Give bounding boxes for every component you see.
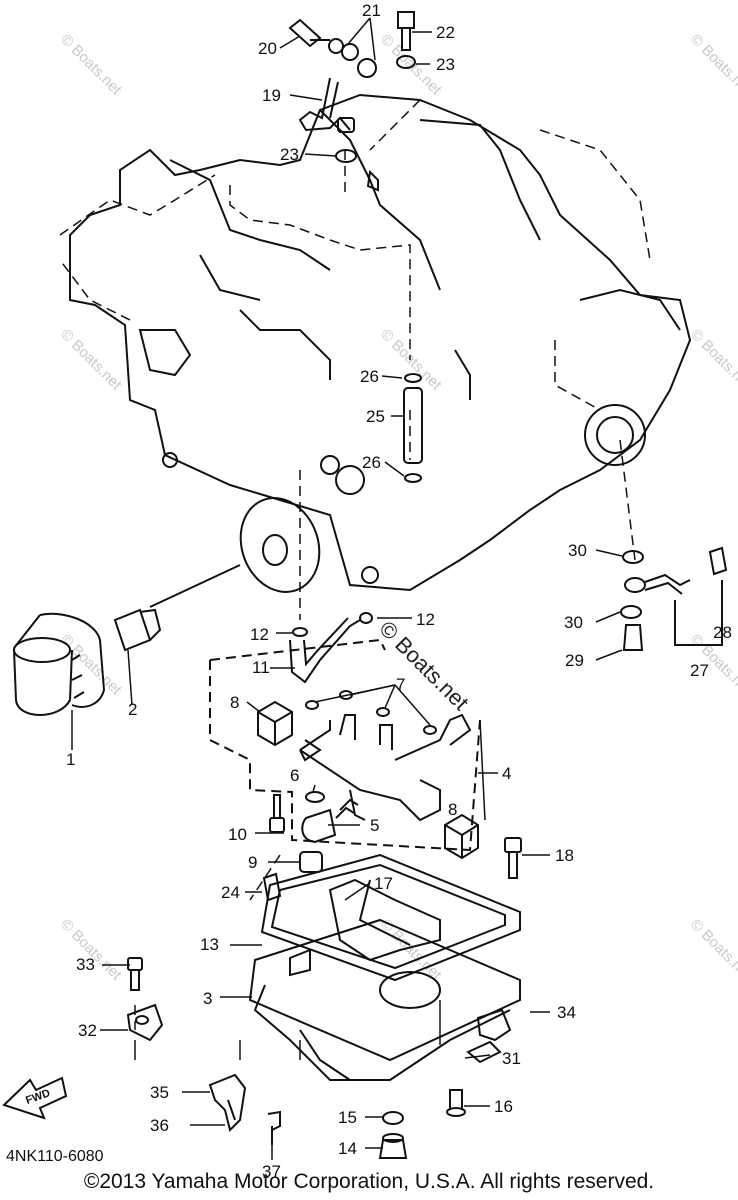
watermark: © Boats.net	[57, 631, 125, 699]
callout-28: 28	[713, 623, 732, 642]
callout-31: 31	[502, 1049, 521, 1068]
copyright-notice: ©2013 Yamaha Motor Corporation, U.S.A. A…	[83, 1170, 655, 1193]
callout-27: 27	[690, 661, 709, 680]
callout-33: 33	[76, 955, 95, 974]
damper	[257, 700, 479, 860]
callout-8: 8	[448, 800, 457, 819]
bolt-33-and-bracket-32	[126, 957, 164, 1042]
callout-30: 30	[564, 613, 583, 632]
callout-34: 34	[557, 1003, 576, 1022]
callout-9: 9	[248, 853, 257, 872]
oil-filter	[13, 612, 106, 716]
watermark: © Boats.net	[687, 326, 738, 394]
callout-35: 35	[150, 1083, 169, 1102]
fwd-arrow: FWD	[2, 1076, 68, 1120]
callout-15: 15	[338, 1108, 357, 1127]
engine-crankcase	[69, 93, 692, 592]
oil-pipe-11	[289, 612, 373, 684]
callout-10: 10	[228, 825, 247, 844]
callout-13: 13	[200, 935, 219, 954]
callout-22: 22	[436, 23, 455, 42]
callout-3: 3	[203, 989, 212, 1008]
union-bolt-2	[113, 564, 241, 652]
strainer-assembly	[209, 638, 481, 852]
callout-21: 21	[362, 1, 381, 20]
watermark: © Boats.net	[687, 916, 738, 984]
filter-mount	[239, 497, 321, 593]
small-parts	[262, 791, 337, 902]
callout-14: 14	[338, 1139, 357, 1158]
callout-labels: 1 2 3 4 5 6 7 8 8 9 10 11 12 12 13 14 15…	[66, 1, 732, 1181]
callout-23: 23	[436, 55, 455, 74]
watermark: © Boats.net	[57, 31, 125, 99]
watermark: © Boats.net	[57, 326, 125, 394]
callout-37: 37	[262, 1162, 281, 1181]
oil-pan	[248, 853, 521, 1081]
callout-5: 5	[370, 816, 379, 835]
callout-4: 4	[502, 764, 511, 783]
oil-level-sensor	[466, 1008, 512, 1064]
watermarks: © Boats.net © Boats.net © Boats.net © Bo…	[57, 31, 738, 984]
callout-26: 26	[360, 367, 379, 386]
bolt-18	[504, 837, 522, 879]
callout-26: 26	[362, 453, 381, 472]
callout-12: 12	[416, 610, 435, 629]
callout-19: 19	[262, 86, 281, 105]
callout-8: 8	[230, 693, 239, 712]
dashed-guides	[59, 99, 651, 1030]
bracket-35-36	[208, 1073, 281, 1145]
watermark: © Boats.net	[687, 31, 738, 99]
callout-6: 6	[290, 766, 299, 785]
callout-32: 32	[78, 1021, 97, 1040]
callout-7: 7	[396, 675, 405, 694]
callout-16: 16	[494, 1097, 513, 1116]
watermark-center: © Boats.net	[374, 616, 473, 715]
oil-pipe-25	[403, 373, 423, 483]
callout-11: 11	[252, 658, 270, 677]
callout-23: 23	[280, 145, 299, 164]
callout-2: 2	[128, 700, 137, 719]
callout-29: 29	[565, 651, 584, 670]
callout-30: 30	[568, 541, 587, 560]
callout-25: 25	[366, 407, 385, 426]
diagram-reference-code: 4NK110-6080	[6, 1148, 104, 1165]
callout-12: 12	[250, 625, 269, 644]
oil-hose-27	[620, 546, 728, 651]
callout-1: 1	[66, 750, 75, 769]
drain-bolt	[378, 1089, 466, 1159]
callout-36: 36	[150, 1116, 169, 1135]
callout-20: 20	[258, 39, 277, 58]
callout-17: 17	[374, 874, 393, 893]
leader-lines	[71, 17, 623, 1160]
callout-18: 18	[555, 846, 574, 865]
callout-24: 24	[221, 883, 240, 902]
watermark: © Boats.net	[377, 326, 445, 394]
